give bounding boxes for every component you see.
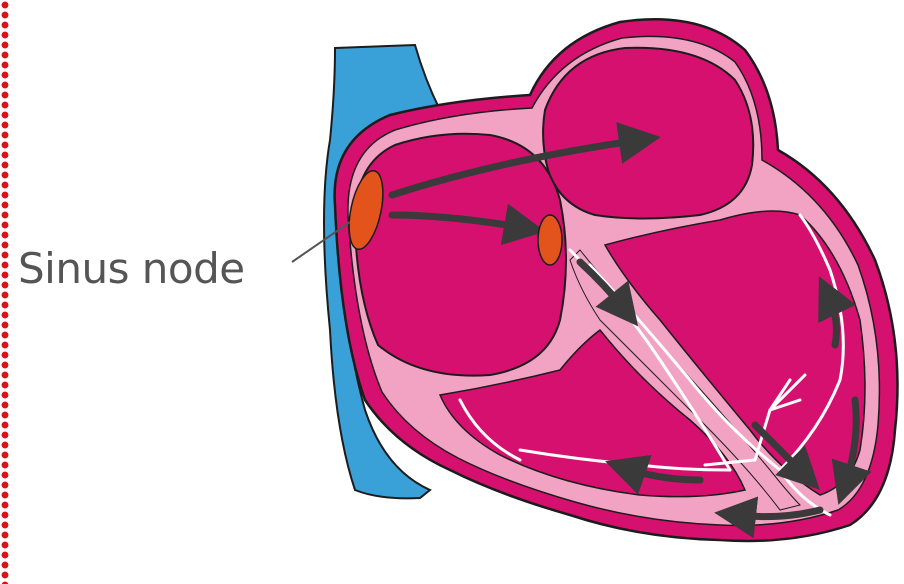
left-atrium xyxy=(543,48,753,219)
sinus-node-label: Sinus node xyxy=(18,248,245,290)
right-atrium xyxy=(355,134,566,376)
av-node xyxy=(538,215,562,265)
